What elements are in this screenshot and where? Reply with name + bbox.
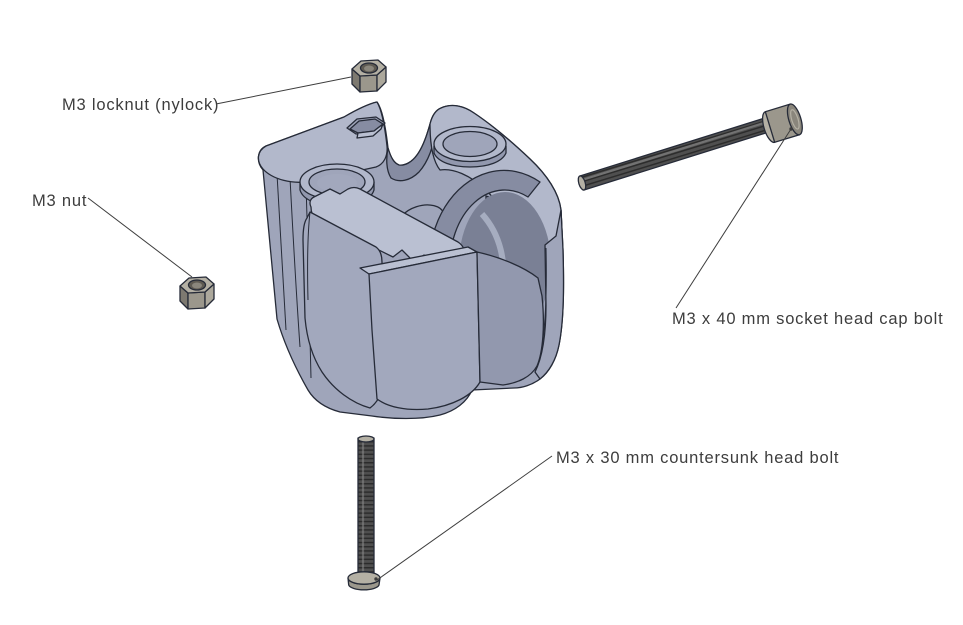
leader-nut <box>87 197 193 278</box>
leader-countersunk-bolt <box>376 455 553 581</box>
leader-cap-bolt <box>675 128 792 309</box>
right-boss <box>433 125 507 168</box>
cap-bolt-head <box>761 103 803 144</box>
cap-bolt <box>577 103 803 191</box>
callout-labels: M3 locknut (nylock) M3 nut M3 x 40 mm so… <box>32 96 944 467</box>
locknut <box>351 59 387 93</box>
countersunk-bolt <box>347 435 381 591</box>
clamp-body <box>257 101 565 420</box>
front-block <box>359 246 545 411</box>
leader-lines <box>87 76 793 581</box>
front-left-slab <box>302 211 384 409</box>
leader-locknut <box>215 76 352 105</box>
countersunk-head <box>347 571 381 591</box>
hex-pocket <box>346 116 386 139</box>
right-wall <box>534 209 565 380</box>
label-locknut: M3 locknut (nylock) <box>62 96 219 114</box>
label-countersunk-bolt: M3 x 30 mm countersunk head bolt <box>556 449 839 467</box>
m3-nut <box>179 276 215 310</box>
leader-dot-cap-bolt <box>789 127 793 131</box>
label-cap-bolt: M3 x 40 mm socket head cap bolt <box>672 310 944 328</box>
label-nut: M3 nut <box>32 192 87 210</box>
leader-dot-countersunk <box>374 577 378 581</box>
